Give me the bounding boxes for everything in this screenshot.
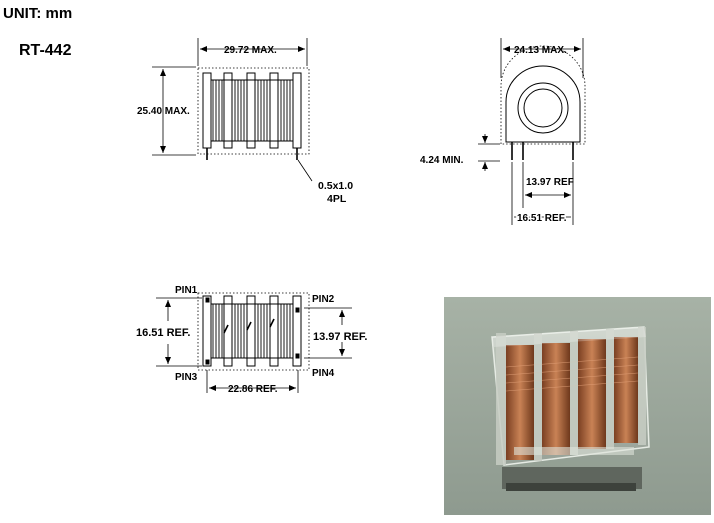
pin4-label: PIN4 bbox=[312, 368, 335, 379]
bottom-view bbox=[156, 292, 352, 393]
product-photo bbox=[444, 297, 711, 515]
inner-pitch-dimension: 13.97 REF bbox=[526, 177, 574, 188]
side-view bbox=[478, 38, 586, 225]
right-height-dimension: 13.97 REF. bbox=[313, 331, 367, 343]
front-height-dimension: 25.40 MAX. bbox=[137, 106, 190, 117]
part-number: RT-442 bbox=[19, 42, 72, 59]
pin1-label: PIN1 bbox=[175, 285, 198, 296]
bottom-width-dimension: 22.86 REF. bbox=[228, 384, 278, 395]
pin2-label: PIN2 bbox=[312, 294, 335, 305]
front-width-dimension: 29.72 MAX. bbox=[224, 45, 277, 56]
pin3-label: PIN3 bbox=[175, 372, 198, 383]
side-width-dimension: 24.13 MAX. bbox=[514, 45, 567, 56]
front-view bbox=[152, 38, 313, 182]
unit-label: UNIT: mm bbox=[3, 5, 73, 22]
pin-count-label: 4PL bbox=[327, 193, 347, 205]
outer-pitch-dimension: 16.51 REF. bbox=[517, 213, 567, 224]
pin-size-label: 0.5x1.0 bbox=[318, 180, 353, 192]
left-height-dimension: 16.51 REF. bbox=[136, 327, 190, 339]
standoff-dimension: 4.24 MIN. bbox=[420, 155, 464, 166]
